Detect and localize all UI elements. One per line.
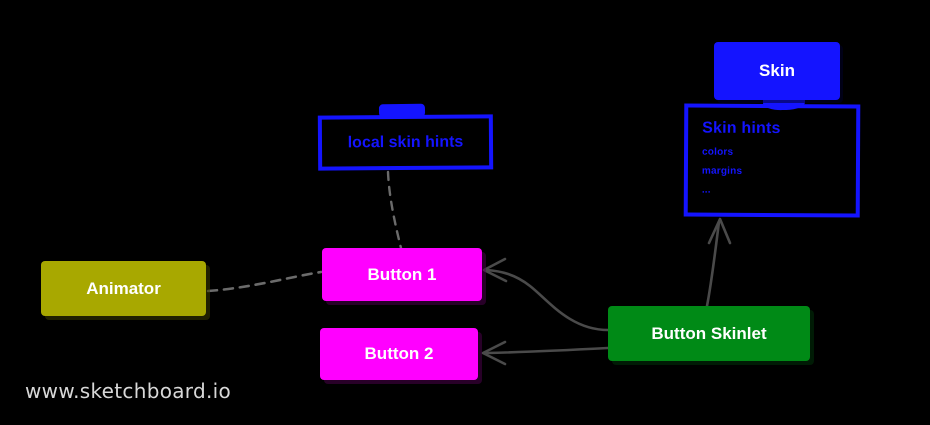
edge-button-skinlet-to-button2 [485, 346, 610, 355]
node-button1-label: Button 1 [367, 264, 437, 284]
node-button1[interactable]: Button 1 [322, 248, 482, 301]
skin-hints-title: Skin hints [702, 119, 781, 138]
edge-local-skin-hints-to-button1 [386, 170, 403, 250]
node-skin-label: Skin [759, 61, 795, 80]
node-button2-label: Button 2 [364, 344, 434, 363]
node-button-skinlet-label: Button Skinlet [651, 323, 767, 343]
node-animator[interactable]: Animator [41, 261, 206, 316]
node-button-skinlet[interactable]: Button Skinlet [608, 306, 810, 361]
arrowhead-to-button2 [481, 340, 507, 366]
node-skin[interactable]: Skin [714, 42, 840, 100]
watermark: www.sketchboard.io [25, 379, 232, 403]
node-button2[interactable]: Button 2 [320, 328, 478, 380]
edge-button-skinlet-to-skin-hints [705, 220, 721, 308]
node-animator-label: Animator [86, 278, 161, 298]
skin-hints-item-ellipsis: ... [701, 184, 711, 196]
node-skin-hints[interactable]: Skin hints colors margins ... [683, 103, 861, 218]
edge-button-skinlet-to-button1 [485, 268, 610, 332]
skin-hints-item-margins: margins [701, 165, 743, 177]
node-local-skin-hints[interactable]: local skin hints [317, 114, 494, 171]
skin-hints-item-colors: colors [702, 146, 734, 158]
node-local-skin-hints-label: local skin hints [347, 133, 464, 151]
arrowhead-to-button1 [482, 257, 508, 283]
edge-animator-to-button1 [206, 270, 323, 293]
arrowhead-to-skin-hints [707, 217, 732, 245]
